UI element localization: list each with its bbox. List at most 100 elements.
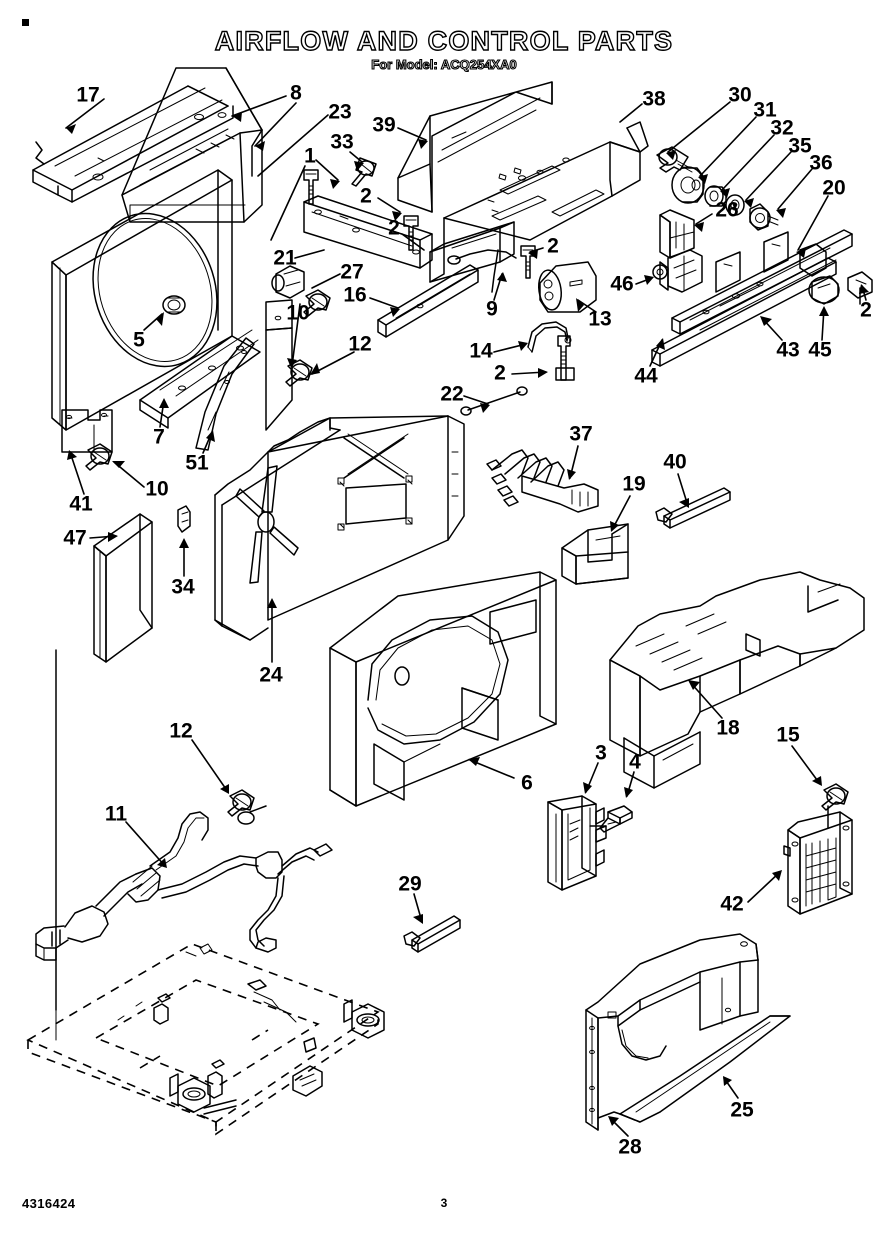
part-3-control-door: [547, 795, 607, 891]
part-22-link-rod: [460, 386, 528, 416]
callout-15: 15: [776, 723, 800, 747]
callout-1: 1: [304, 144, 316, 168]
part-30-fan-motor-pulley: [671, 166, 705, 204]
callout-9: 9: [486, 297, 498, 321]
callout-45: 45: [808, 338, 832, 362]
part-9-wire-harness: [447, 249, 517, 293]
part-42-filter-grille: [783, 811, 853, 915]
footer-part-number: 4316424: [22, 1196, 76, 1211]
part-7-support-rail: [139, 329, 261, 429]
part-18-air-duct: [609, 571, 865, 789]
callout-2e: 2: [860, 298, 872, 322]
part-29-rod: [403, 915, 461, 953]
part-2-screw-strap: [555, 335, 575, 381]
callout-44: 44: [634, 364, 658, 388]
callout-10a: 10: [286, 301, 310, 325]
callout-46: 46: [610, 272, 634, 296]
callout-51: 51: [185, 451, 209, 475]
callout-22: 22: [440, 382, 464, 406]
page-title: AIRFLOW AND CONTROL PARTS: [214, 25, 674, 56]
part-20-control-panel-assembly: [429, 121, 649, 283]
callout-2b: 2: [388, 216, 400, 240]
callout-42: 42: [720, 892, 744, 916]
callout-11: 11: [104, 802, 128, 826]
model-subtitle: For Model: ACQ254XA0: [371, 56, 518, 72]
callout-12a: 12: [348, 332, 372, 356]
callout-6: 6: [521, 771, 533, 795]
registration-mark: [22, 19, 29, 26]
callout-7: 7: [153, 425, 165, 449]
callout-13: 13: [588, 307, 612, 331]
part-11-power-cord: [35, 805, 333, 961]
callout-16: 16: [343, 283, 367, 307]
callout-21: 21: [273, 246, 297, 270]
callout-12b: 12: [169, 719, 193, 743]
callout-23: 23: [328, 100, 352, 124]
callout-4: 4: [629, 750, 641, 774]
part-35-clip: [749, 203, 779, 231]
part-8-chassis-cover: [121, 67, 263, 223]
callout-14: 14: [469, 339, 493, 363]
part-10-screw-lower: [85, 443, 113, 471]
callout-19: 19: [622, 472, 646, 496]
callout-24: 24: [259, 663, 283, 687]
callout-31: 31: [753, 98, 777, 122]
part-10-screw-upper: [285, 359, 313, 387]
callout-41: 41: [69, 492, 93, 516]
part-45-knob: [808, 275, 840, 305]
part-46-switch: [652, 249, 703, 293]
part-17-air-deflector: [32, 85, 234, 203]
callout-37: 37: [569, 422, 593, 446]
callout-40: 40: [663, 450, 687, 474]
callout-47: 47: [63, 526, 87, 550]
callout-27: 27: [340, 260, 364, 284]
part-19-duct-adapter: [561, 523, 629, 585]
part-47-duct-piece: [93, 513, 153, 663]
callout-18: 18: [716, 716, 740, 740]
callout-20: 20: [822, 176, 846, 200]
callout-32: 32: [770, 116, 794, 140]
callout-2d: 2: [494, 361, 506, 385]
part-1-screw: [303, 169, 319, 205]
part-25-deflector-panel: [619, 1015, 791, 1123]
part-16-channel-bar: [377, 264, 479, 338]
leader-lines: [35, 95, 869, 1137]
callout-2a: 2: [360, 184, 372, 208]
part-39-control-channel: [397, 81, 553, 213]
part-37-wire-harness: [486, 449, 599, 513]
part-14-strap: [527, 321, 572, 353]
part-fan-shroud-frame: [51, 169, 233, 453]
callout-39: 39: [372, 113, 396, 137]
part-2-screw-upper: [403, 215, 419, 251]
callout-5: 5: [133, 328, 145, 352]
callout-33: 33: [330, 130, 354, 154]
part-24-blower-wheel-barrier: [214, 415, 465, 641]
callout-35: 35: [788, 134, 812, 158]
callout-17: 17: [76, 83, 100, 107]
callout-2c: 2: [547, 234, 559, 258]
callout-3: 3: [595, 741, 607, 765]
callout-25: 25: [730, 1098, 754, 1122]
callout-34: 34: [171, 575, 195, 599]
part-33-screw: [351, 157, 377, 187]
part-26-control-bracket: [659, 209, 695, 259]
callout-30: 30: [728, 83, 752, 107]
callout-26: 26: [715, 198, 739, 222]
part-21-clip: [271, 265, 305, 299]
callout-28: 28: [618, 1135, 642, 1159]
callout-29: 29: [398, 872, 422, 896]
part-34-clip: [177, 505, 191, 533]
callout-38: 38: [642, 87, 666, 111]
base-pan-outline: [26, 649, 385, 1136]
footer-page-number: 3: [440, 1196, 448, 1210]
callout-36: 36: [809, 151, 833, 175]
part-2-screw-center: [520, 245, 536, 279]
callout-10b: 10: [145, 477, 169, 501]
part-40-link-rod: [655, 487, 731, 529]
part-4-latch: [589, 805, 633, 833]
part-51-curved-arm: [195, 337, 255, 451]
part-38-screw: [656, 146, 693, 173]
part-13-capacitor: [538, 261, 597, 313]
part-12-screw-cord: [227, 789, 255, 817]
